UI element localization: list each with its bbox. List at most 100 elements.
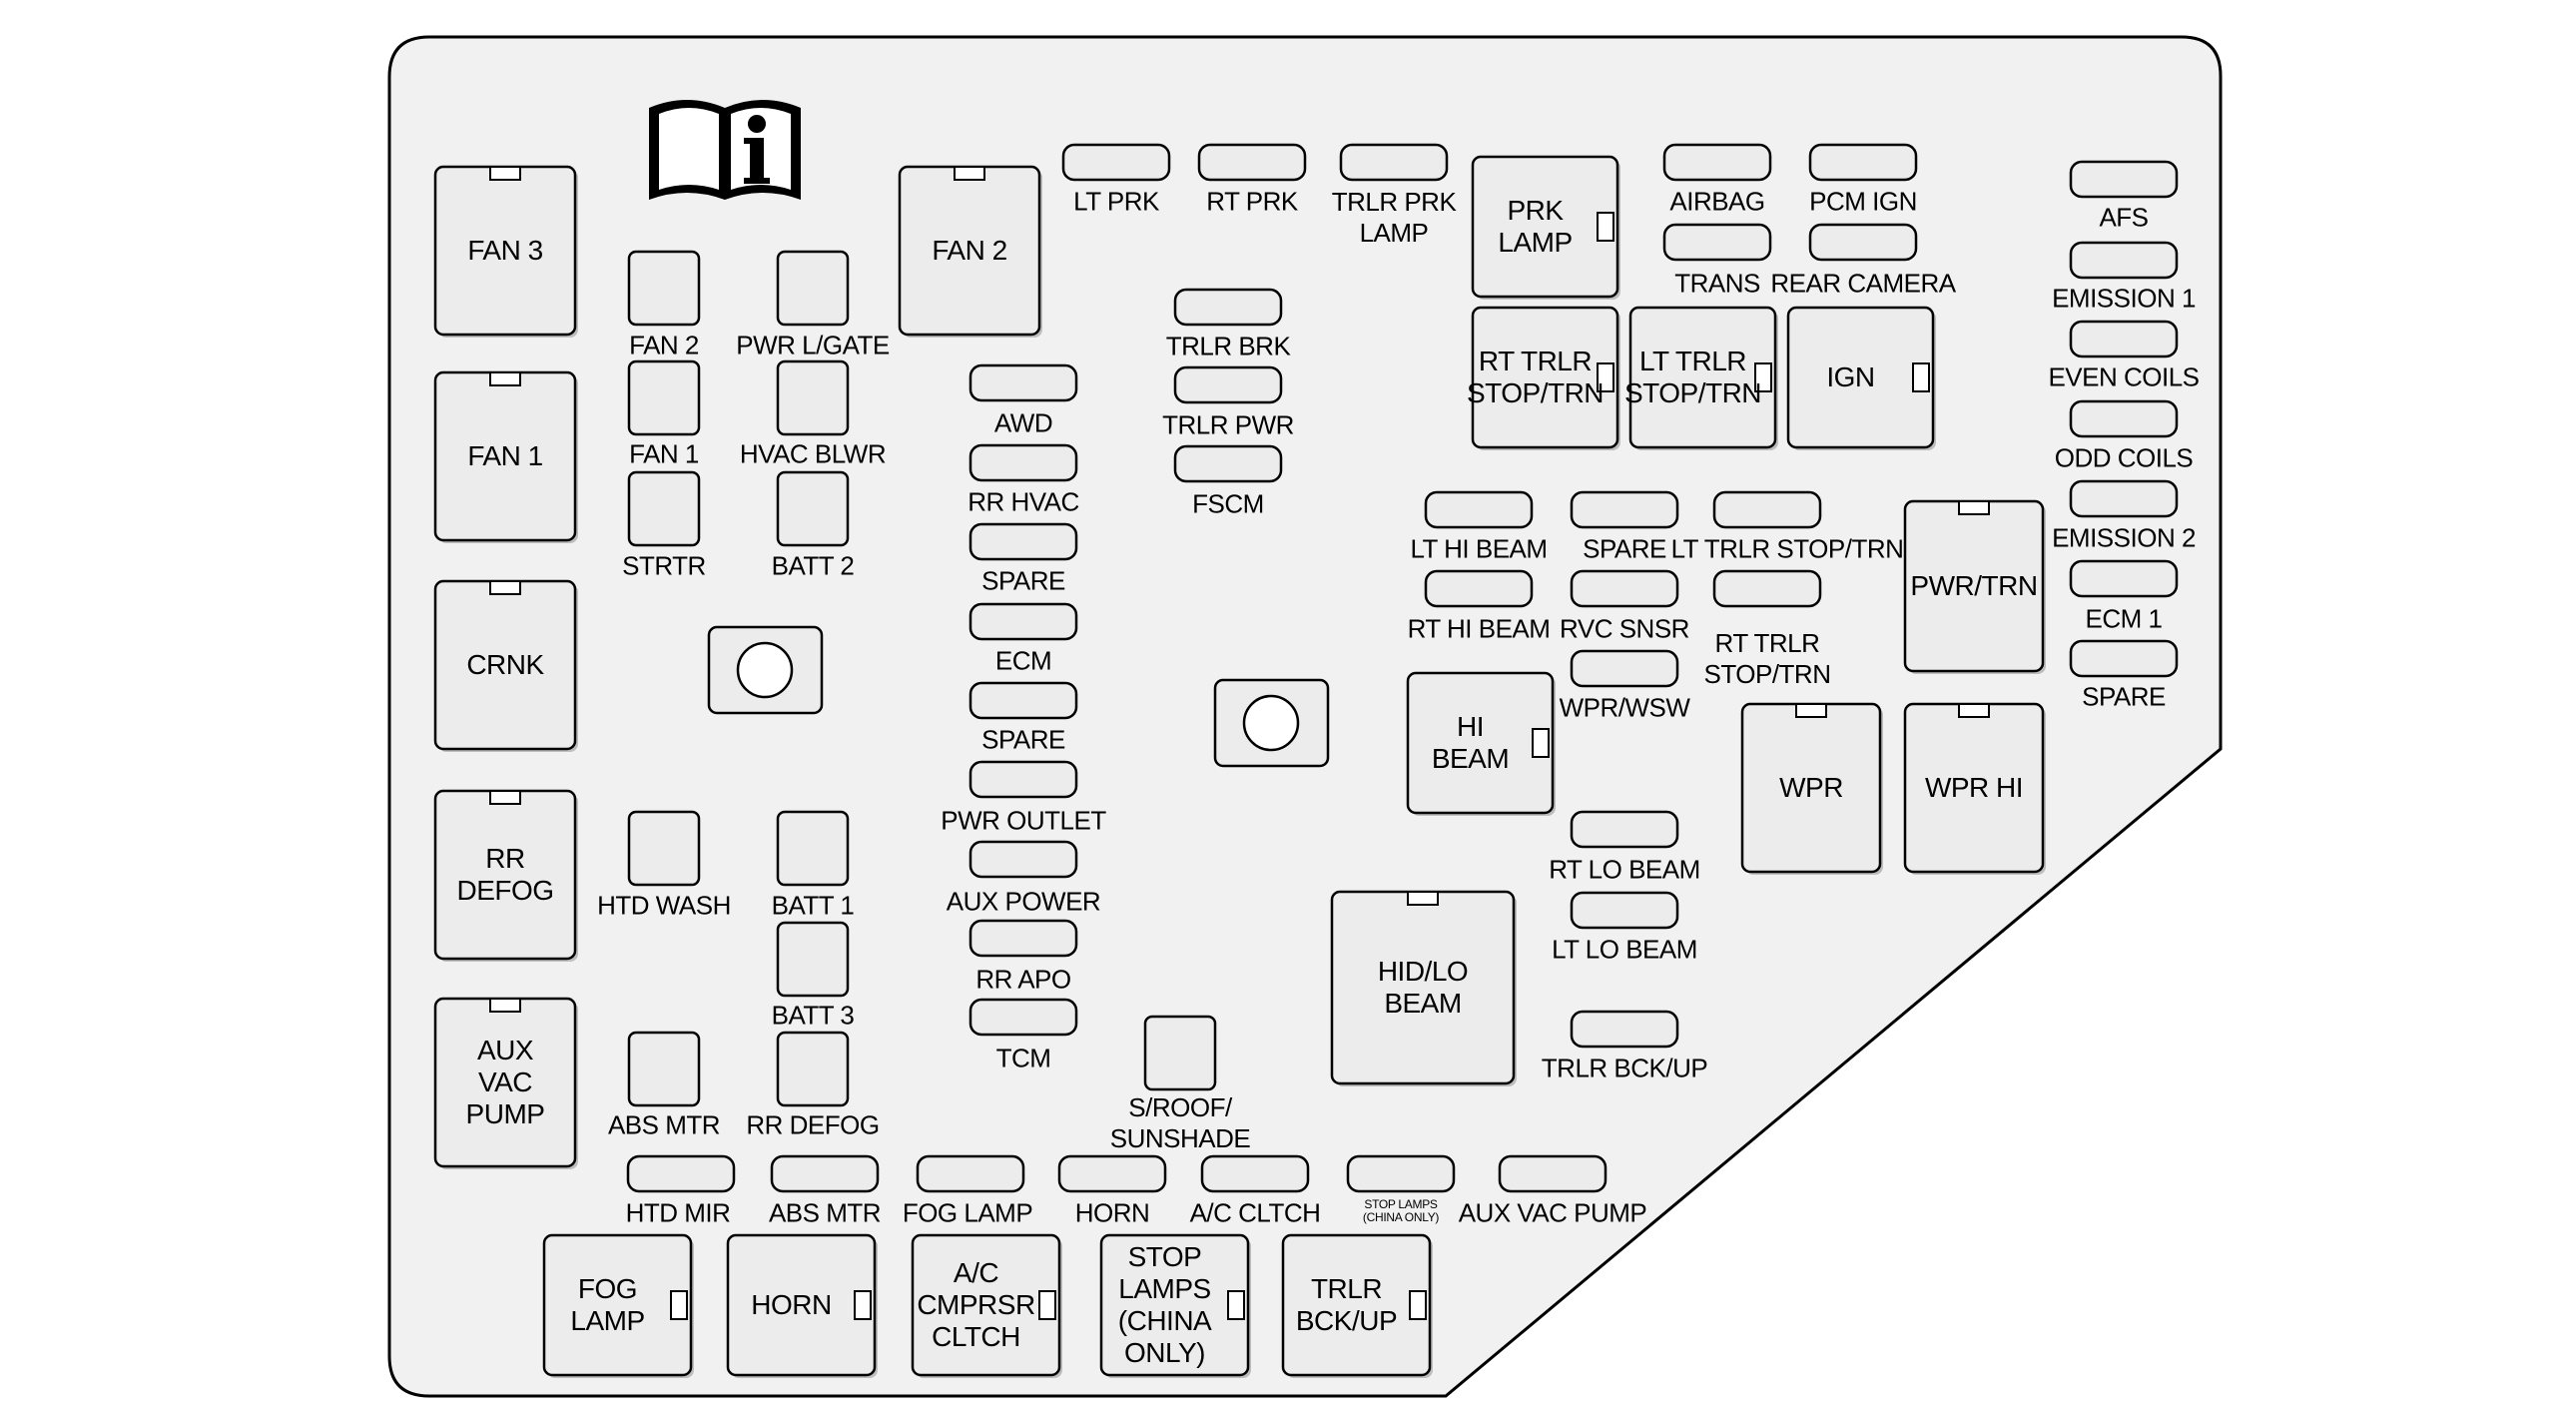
mini-fuse-label: AFS bbox=[2099, 202, 2149, 233]
relay-rt-trlr-stop-trn bbox=[1471, 306, 1620, 450]
mini-fuse-label: EVEN COILS bbox=[2048, 361, 2200, 392]
relay-label: AUX VAC PUMP bbox=[465, 1035, 545, 1129]
mini-fuse-label: RVC SNSR bbox=[1560, 613, 1689, 644]
mini-fuse-label: TRLR PRK LAMP bbox=[1331, 187, 1457, 248]
mini-fuse-rt-lo-beam bbox=[1570, 810, 1679, 849]
relay-label: A/C CMPRSR CLTCH bbox=[917, 1257, 1035, 1352]
relay-label: WPR HI bbox=[1924, 772, 2024, 803]
relay-tab bbox=[1754, 362, 1772, 392]
relay-tab bbox=[1407, 891, 1439, 906]
relay-crnk bbox=[433, 579, 578, 752]
mini-fuse-label: AWD bbox=[993, 407, 1053, 438]
mini-fuse-label: SPARE bbox=[2082, 681, 2166, 712]
mini-fuse-label: ECM 1 bbox=[2085, 603, 2163, 634]
relay-aux-vac-pump bbox=[433, 997, 578, 1169]
mini-fuse-label: ODD COILS bbox=[2054, 442, 2194, 473]
mini-fuse-label: AIRBAG bbox=[1669, 186, 1765, 217]
mini-fuse-ecm bbox=[968, 602, 1078, 641]
mini-fuse-label: EMISSION 1 bbox=[2052, 283, 2196, 314]
relay-tab bbox=[1912, 362, 1930, 392]
mini-fuse-label: RT HI BEAM bbox=[1407, 613, 1551, 644]
mini-fuse-wpr-wsw bbox=[1570, 649, 1679, 688]
relay-pwr-trn bbox=[1903, 499, 2046, 674]
square-fuse-label: HTD WASH bbox=[597, 890, 731, 921]
mini-fuse-pcm-ign bbox=[1808, 143, 1918, 182]
relay-horn bbox=[726, 1233, 878, 1378]
mounting-hole bbox=[1213, 678, 1330, 768]
relay-label: PWR/TRN bbox=[1910, 570, 2038, 601]
mini-fuse-trlr-prk-lamp bbox=[1339, 143, 1449, 182]
relay-label: FAN 2 bbox=[932, 235, 1007, 266]
relay-tab bbox=[1409, 1290, 1427, 1320]
mini-fuse-fscm bbox=[1173, 444, 1283, 483]
mini-fuse-rr-hvac bbox=[968, 443, 1078, 482]
square-fuse-batt3 bbox=[776, 921, 850, 998]
mini-fuse-lt-hi-beam bbox=[1424, 490, 1534, 529]
relay-fog-lamp bbox=[542, 1233, 694, 1378]
mini-fuse-label: STOP LAMPS (CHINA ONLY) bbox=[1362, 1197, 1440, 1224]
mini-fuse-label: TRLR PWR bbox=[1162, 409, 1294, 440]
relay-label: FAN 1 bbox=[467, 440, 543, 471]
mini-fuse-rt-prk bbox=[1197, 143, 1307, 182]
square-fuse-label: STRTR bbox=[622, 550, 706, 581]
mini-fuse-label: HTD MIR bbox=[625, 1197, 731, 1228]
mini-fuse-tcm bbox=[968, 998, 1078, 1037]
relay-label: HI BEAM bbox=[1431, 711, 1510, 774]
mini-fuse-rr-apo bbox=[968, 919, 1078, 958]
relay-hi-beam bbox=[1406, 671, 1556, 816]
mini-fuse-label: PWR OUTLET bbox=[941, 805, 1106, 836]
mini-fuse-lt-prk bbox=[1061, 143, 1171, 182]
mini-fuse-label: LT LO BEAM bbox=[1552, 934, 1697, 965]
square-fuse-sroof bbox=[1143, 1015, 1217, 1091]
mini-fuse-label: RR HVAC bbox=[967, 486, 1079, 517]
mini-fuse-stop-lamps-f bbox=[1346, 1154, 1456, 1193]
mini-fuse-htd-mir bbox=[626, 1154, 736, 1193]
mini-fuse-label: SPARE bbox=[981, 724, 1065, 755]
mini-fuse-rvc-snsr bbox=[1570, 569, 1679, 608]
mini-fuse-spare1 bbox=[968, 522, 1078, 561]
mini-fuse-label: RT LO BEAM bbox=[1549, 854, 1700, 885]
square-fuse-strtr bbox=[627, 470, 701, 547]
relay-tab bbox=[1958, 703, 1990, 718]
mini-fuse-label: A/C CLTCH bbox=[1189, 1197, 1321, 1228]
mini-fuse-label: SPARE bbox=[981, 565, 1065, 596]
relay-hid-lo-beam bbox=[1330, 890, 1517, 1086]
mini-fuse-spare-m bbox=[1570, 490, 1679, 529]
square-fuse-label: FAN 2 bbox=[629, 330, 699, 360]
mini-fuse-label: REAR CAMERA bbox=[1770, 268, 1956, 299]
mini-fuse-label: ECM bbox=[994, 645, 1052, 676]
book-info-icon bbox=[649, 100, 801, 200]
relay-wpr-hi bbox=[1903, 702, 2046, 875]
square-fuse-rr-defog-sq bbox=[776, 1031, 850, 1107]
square-fuse-hvac-blwr bbox=[776, 359, 850, 436]
mini-fuse-rear-camera bbox=[1808, 223, 1918, 262]
square-fuse-batt1 bbox=[776, 810, 850, 887]
mini-fuse-label: WPR/WSW bbox=[1559, 692, 1690, 723]
mini-fuse-label: TCM bbox=[995, 1043, 1051, 1073]
mini-fuse-label: RT PRK bbox=[1206, 186, 1298, 217]
relay-label: HORN bbox=[751, 1289, 832, 1320]
relay-lt-trlr-stop-trn bbox=[1628, 306, 1778, 450]
relay-fan2 bbox=[898, 165, 1042, 338]
relay-tab bbox=[489, 166, 521, 181]
mini-fuse-spare-r bbox=[2069, 639, 2179, 678]
mini-fuse-label: AUX POWER bbox=[946, 886, 1101, 917]
relay-fan3 bbox=[433, 165, 578, 338]
mini-fuse-fog-lamp-f bbox=[916, 1154, 1025, 1193]
relay-tab bbox=[489, 371, 521, 386]
square-fuse-label: BATT 3 bbox=[771, 1000, 855, 1031]
relay-trlr-bck-up bbox=[1281, 1233, 1433, 1378]
relay-wpr bbox=[1740, 702, 1883, 875]
relay-label: WPR bbox=[1779, 772, 1843, 803]
relay-tab bbox=[489, 790, 521, 805]
square-fuse-label: S/ROOF/ SUNSHADE bbox=[1109, 1092, 1251, 1153]
mini-fuse-label: FSCM bbox=[1192, 488, 1264, 519]
relay-label: RT TRLR STOP/TRN bbox=[1466, 346, 1605, 408]
relay-label: LT TRLR STOP/TRN bbox=[1623, 346, 1762, 408]
mounting-holes bbox=[707, 625, 1330, 768]
square-fuse-label: FAN 1 bbox=[629, 438, 699, 469]
mini-fuse-rt-hi-beam bbox=[1424, 569, 1534, 608]
mini-fuse-label: TRLR BRK bbox=[1165, 331, 1291, 361]
